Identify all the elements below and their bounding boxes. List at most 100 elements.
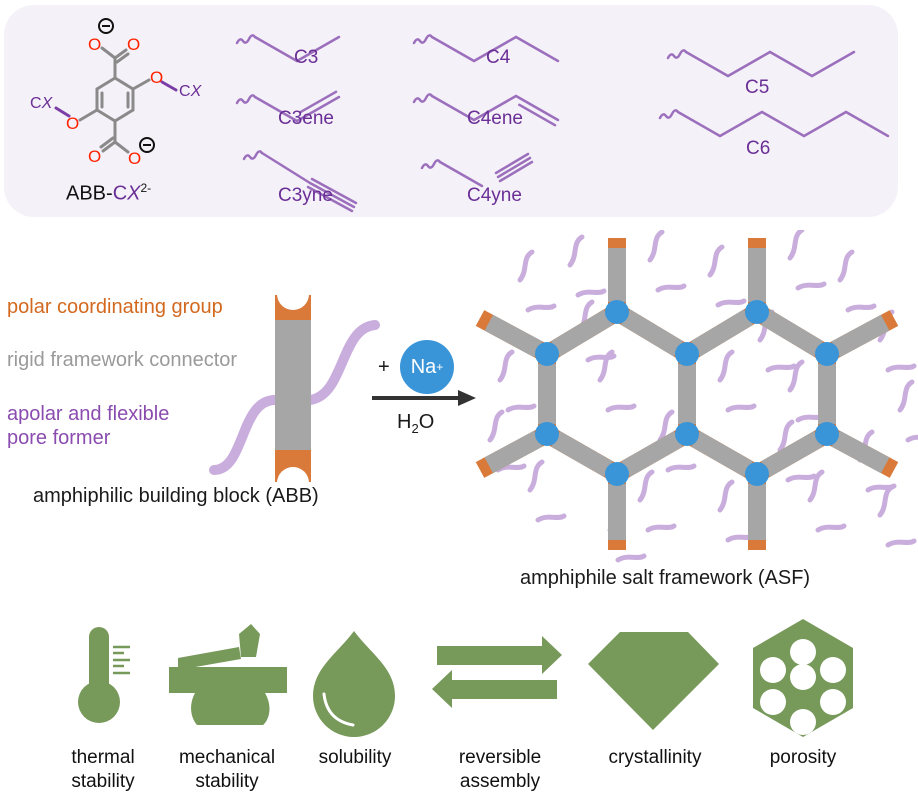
pore-former-chain [657, 409, 697, 473]
reversible-arrows-icon [432, 636, 562, 708]
crystal-icon [588, 632, 719, 730]
pore-former-chain [777, 419, 817, 483]
connector-bar [620, 309, 684, 357]
sodium-node [745, 300, 769, 324]
pore-former-chain [897, 379, 918, 443]
wavy-bond-icon [242, 150, 264, 161]
oxygen-label: O [66, 114, 80, 133]
chain-label-c3ene: C3ene [278, 108, 334, 129]
chain-label-c4ene: C4ene [467, 108, 523, 129]
chain-c4 [412, 34, 560, 63]
oxygen-label: O [128, 149, 142, 168]
chain-label-c5: C5 [745, 77, 770, 98]
wavy-bond-icon [235, 94, 257, 105]
connector-bar [831, 314, 890, 358]
wavy-bond-icon [412, 93, 434, 104]
oxygen-label: O [127, 35, 141, 54]
chain-structures [235, 34, 890, 213]
property-label-solubility: solubility [318, 747, 392, 768]
chain-label-c3: C3 [294, 47, 319, 68]
sodium-node [745, 462, 769, 486]
substituent-panel [4, 5, 898, 217]
droplet-icon [313, 631, 395, 737]
sodium-node [535, 422, 559, 446]
chain-c5 [666, 49, 856, 78]
oxygen-label: O [88, 147, 102, 166]
connector-bar [691, 431, 753, 477]
pore-former-chain [527, 459, 567, 523]
property-label-porosity: porosity [769, 747, 837, 768]
connector-bar [760, 309, 824, 357]
oxygen-label: O [88, 35, 102, 54]
property-label-crystallinity: crystallinity [608, 747, 702, 768]
pore-former-chain [497, 349, 537, 413]
chain-label-c6: C6 [746, 138, 771, 159]
chain-c4ene [412, 93, 560, 127]
abb-cx-name: ABB-CX2- [66, 181, 152, 205]
pore-former-chain [837, 249, 877, 313]
sodium-ion-label: Na [410, 355, 437, 378]
pore-former-chain [787, 230, 827, 291]
pore-former-chain [597, 349, 637, 413]
pore-former-chain [877, 484, 917, 548]
connector-bar [761, 431, 823, 477]
connector-bar [690, 309, 754, 357]
sodium-node [675, 422, 699, 446]
chain-c3ene [235, 90, 341, 123]
chain-c6 [658, 109, 890, 138]
pore-former-chain [807, 469, 847, 533]
pore-former-chain [707, 244, 747, 308]
abb-building-block-graphic [209, 294, 380, 483]
connector-bar [484, 430, 543, 474]
sodium-node [605, 300, 629, 324]
abb-molecule-structure [54, 46, 178, 154]
sodium-node [815, 422, 839, 446]
chain-label-c4yne: C4yne [467, 185, 522, 206]
thermometer-icon [78, 627, 130, 723]
negative-charge-icon [139, 137, 155, 153]
sodium-node [535, 342, 559, 366]
wavy-bond-icon [420, 159, 442, 170]
legend-polar-group: polar coordinating group [7, 296, 223, 318]
sodium-node [815, 342, 839, 366]
pore-former-chain [637, 469, 677, 533]
rigid-connector-bar [275, 320, 311, 450]
porous-hexagon-icon [753, 619, 853, 737]
sodium-node [605, 462, 629, 486]
sodium-ion: Na+ [400, 340, 454, 394]
wavy-bond-icon [412, 34, 434, 45]
wavy-bond-icon [658, 109, 680, 120]
connector-bar [621, 431, 683, 477]
reaction-arrow [372, 390, 476, 406]
asf-framework-graphic [475, 230, 918, 563]
abb-caption: amphiphilic building block (ABB) [33, 485, 319, 507]
connector-bar [831, 430, 890, 474]
sodium-node [675, 342, 699, 366]
wavy-bond-icon [235, 34, 257, 45]
asf-caption: amphiphile salt framework (ASF) [520, 567, 811, 589]
chain-label-c4: C4 [486, 47, 511, 68]
solvent-label: H2O [397, 411, 435, 436]
pore-former-chain [517, 249, 557, 313]
connector-bar [551, 431, 613, 477]
plus-sign: + [378, 356, 390, 378]
pore-former-chain [567, 234, 607, 298]
sodium-ion-charge: + [436, 360, 444, 374]
substituent-cx-label: CX [30, 95, 53, 112]
chain-c3yne [242, 150, 358, 213]
oxygen-label: O [150, 68, 164, 87]
legend-rigid-connector: rigid framework connector [7, 349, 238, 371]
pore-former-chain [647, 230, 687, 293]
chain-label-c3yne: C3yne [278, 185, 333, 206]
negative-charge-icon [98, 18, 114, 34]
chain-c4yne [420, 152, 534, 188]
chain-c3 [235, 34, 341, 63]
connector-bar [484, 314, 543, 358]
pore-former-chain [717, 349, 757, 413]
connector-bar [550, 309, 614, 357]
